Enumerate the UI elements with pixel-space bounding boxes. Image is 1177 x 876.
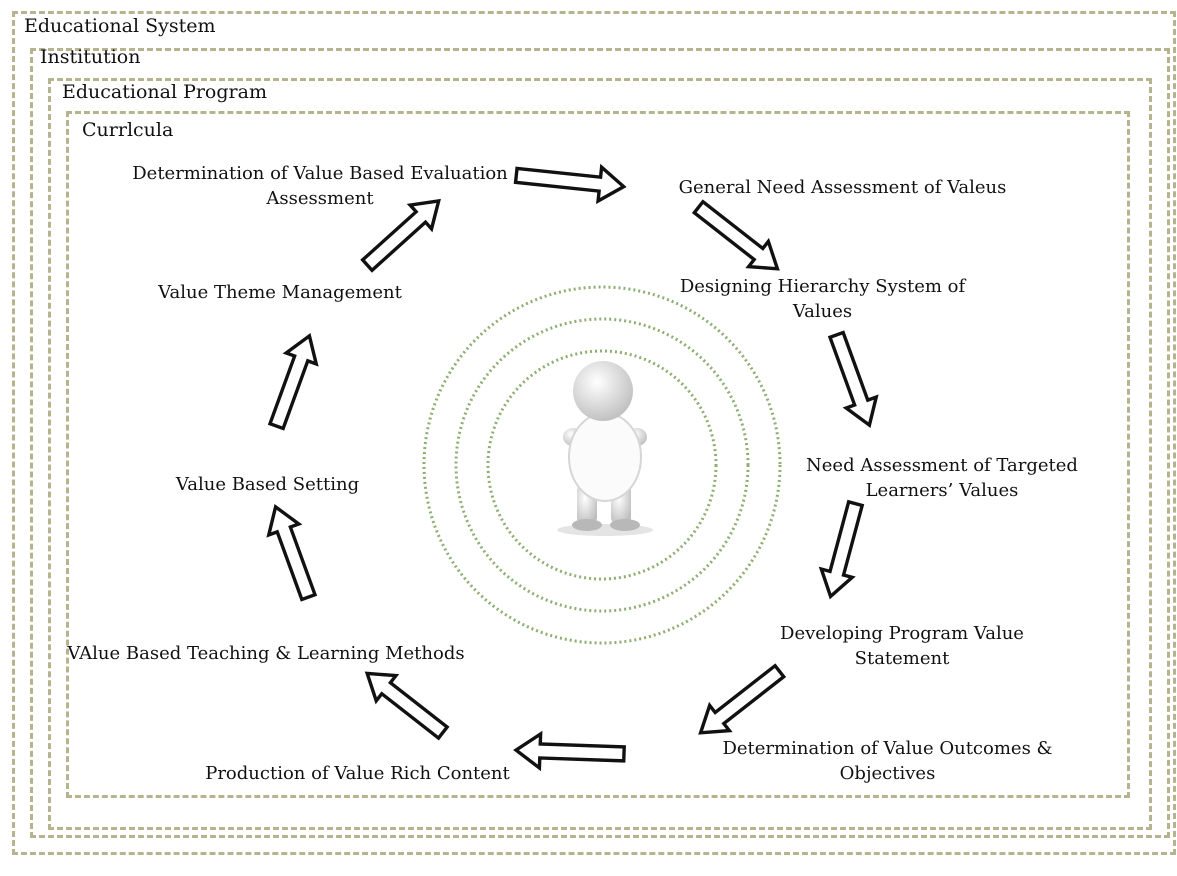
person-holding-sign-icon xyxy=(557,361,653,536)
arrow-outcomes-to-content xyxy=(513,730,626,772)
arrow-program-statement-to-outcomes xyxy=(698,663,787,735)
step-program-statement-line-2: Statement xyxy=(854,648,950,669)
step-general-need-line-1: General Need Assessment of Valeus xyxy=(678,177,1007,198)
step-outcomes-line-1: Determination of Value Outcomes & xyxy=(722,738,1053,759)
arrow-theme-to-evaluation xyxy=(360,198,441,273)
step-hierarchy-line-1: Designing Hierarchy System of xyxy=(679,276,966,297)
step-targeted-need: Need Assessment of Targeted Learners’ Va… xyxy=(792,453,1092,503)
step-teaching: VAlue Based Teaching & Learning Methods xyxy=(58,641,474,666)
step-content: Production of Value Rich Content xyxy=(170,761,545,786)
arrow-hierarchy-to-targeted-need xyxy=(827,330,879,428)
step-theme: Value Theme Management xyxy=(140,280,420,305)
step-evaluation-line-1: Determination of Value Based Evaluation xyxy=(132,163,508,184)
step-program-statement-line-1: Developing Program Value xyxy=(780,623,1024,644)
arrow-teaching-to-setting xyxy=(266,504,318,602)
educational-program-label: Educational Program xyxy=(62,81,267,103)
step-program-statement: Developing Program Value Statement xyxy=(752,621,1052,671)
step-hierarchy: Designing Hierarchy System of Values xyxy=(660,274,985,324)
educational-system-label: Educational System xyxy=(24,15,216,37)
step-outcomes-line-2: Objectives xyxy=(839,763,936,784)
step-targeted-need-line-1: Need Assessment of Targeted xyxy=(806,455,1078,476)
arrow-content-to-teaching xyxy=(364,671,450,741)
educational-program-frame xyxy=(48,78,1152,830)
curricula-label: Currlcula xyxy=(82,119,174,141)
step-evaluation: Determination of Value Based Evaluation … xyxy=(110,161,530,211)
step-teaching-line-1: VAlue Based Teaching & Learning Methods xyxy=(67,643,465,664)
arrow-setting-to-theme xyxy=(267,333,319,431)
institution-label: Institution xyxy=(40,46,141,68)
arrow-general-need-to-hierarchy xyxy=(691,199,780,271)
step-outcomes: Determination of Value Outcomes & Object… xyxy=(705,736,1070,786)
step-targeted-need-line-2: Learners’ Values xyxy=(865,480,1019,501)
step-setting: Value Based Setting xyxy=(140,472,395,497)
step-content-line-1: Production of Value Rich Content xyxy=(205,763,510,784)
step-hierarchy-line-2: Values xyxy=(792,301,853,322)
arrow-evaluation-to-general-need xyxy=(513,163,627,205)
step-evaluation-line-2: Assessment xyxy=(266,188,374,209)
institution-frame xyxy=(30,48,1170,838)
step-general-need: General Need Assessment of Valeus xyxy=(640,175,1045,200)
arrow-targeted-need-to-program-statement xyxy=(818,499,865,600)
educational-system-frame xyxy=(12,11,1176,855)
step-setting-line-1: Value Based Setting xyxy=(175,474,360,495)
curricula-frame xyxy=(66,111,1130,798)
step-theme-line-1: Value Theme Management xyxy=(158,282,402,303)
